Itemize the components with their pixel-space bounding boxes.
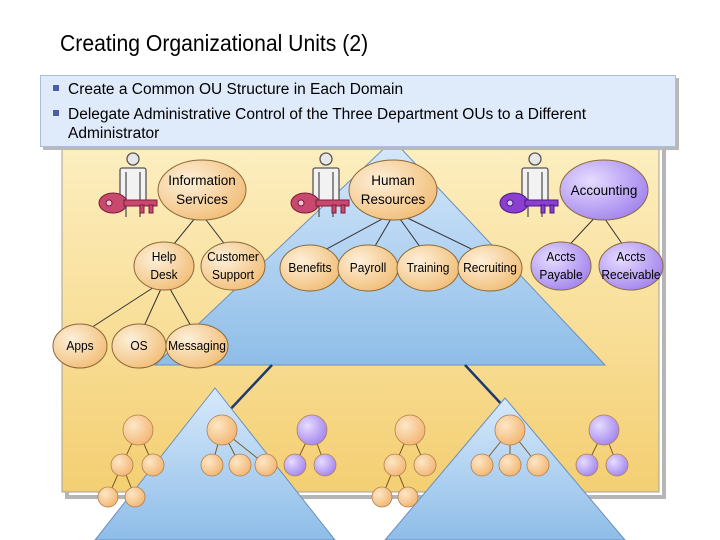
bullet-list: Create a Common OU Structure in Each Dom…	[40, 75, 676, 147]
ou-circle-accts-payable	[530, 241, 592, 291]
ou-circle-help-desk	[133, 241, 195, 291]
ou-circle-recruiting	[457, 244, 523, 292]
bullet-item: Create a Common OU Structure in Each Dom…	[53, 80, 403, 99]
page-title: Creating Organizational Units (2)	[60, 30, 369, 56]
ou-circle-human-resources	[348, 159, 438, 221]
ou-label-benefits: Benefits	[288, 260, 332, 275]
bullet-item: Delegate Administrative Control of the T…	[53, 105, 586, 143]
bullet-square-icon	[53, 109, 59, 116]
ou-label-accounting: Accounting	[570, 183, 638, 198]
ou-circle-accounting	[559, 159, 649, 221]
ou-circle-apps	[52, 323, 108, 369]
ou-circle-customer-support	[200, 241, 266, 291]
ou-label-payroll: Payroll	[349, 260, 387, 275]
admin-key-icon	[290, 192, 350, 214]
ou-circle-messaging	[165, 323, 229, 369]
bullet-square-icon	[53, 84, 59, 91]
ou-circle-information-services	[157, 159, 247, 221]
ou-label-apps: Apps	[66, 338, 94, 353]
admin-key-icon	[98, 192, 158, 214]
ou-label-training: Training	[406, 260, 450, 275]
admin-key-icon	[499, 192, 559, 214]
admin-person-icon	[521, 152, 549, 217]
ou-label-messaging: Messaging	[168, 338, 226, 353]
ou-label-recruiting: Recruiting	[463, 260, 517, 275]
ou-circle-accts-receivable	[598, 241, 664, 291]
ou-label-os: OS	[130, 338, 148, 353]
